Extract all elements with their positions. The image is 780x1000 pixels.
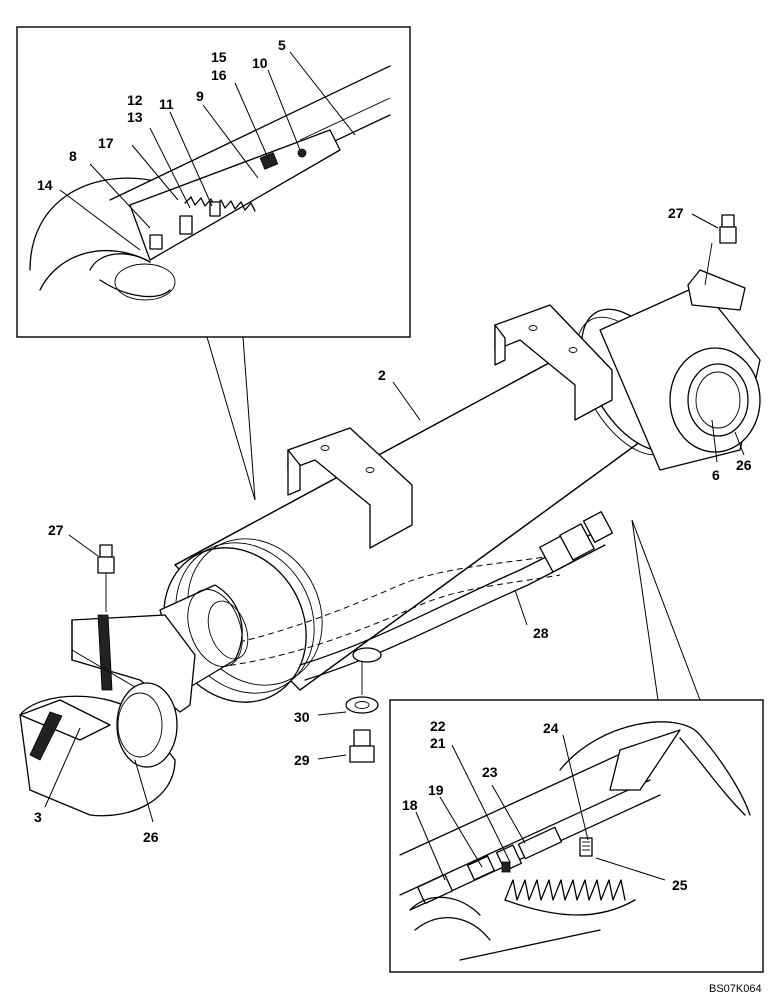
callout-19: 19 [428,782,444,798]
callout-9: 9 [196,88,204,104]
inset-rod-seal-detail [16,26,411,338]
callout-15: 15 [211,49,227,65]
callout-17: 17 [98,135,114,151]
mounting-bracket-front [287,427,413,549]
callout-10: 10 [252,55,268,71]
callout-3: 3 [34,809,42,825]
callout-27-rear: 27 [668,205,684,221]
callout-23: 23 [482,764,498,780]
callout-2: 2 [378,367,386,383]
callout-12: 12 [127,92,143,108]
bolt [349,729,375,763]
callout-27-front: 27 [48,522,64,538]
callout-21: 21 [430,735,446,751]
callout-18: 18 [402,797,418,813]
washer [345,696,379,714]
inset-piston-seal-detail [389,699,764,973]
callout-14: 14 [37,177,53,193]
callout-16: 16 [211,67,227,83]
callout-24: 24 [543,720,559,736]
rod-end-eye [19,614,196,817]
grease-fitting-rear [704,214,737,286]
callout-6: 6 [712,467,720,483]
hydraulic-pipe [299,511,614,681]
callout-29: 29 [294,752,310,768]
callout-28: 28 [533,625,549,641]
callout-22: 22 [430,718,446,734]
callout-13: 13 [127,109,143,125]
callout-8: 8 [69,148,77,164]
callout-11: 11 [159,96,174,112]
callout-25: 25 [672,877,688,893]
drawing-code: BS07K064 [709,983,762,995]
mounting-bracket-rear [494,304,613,421]
callout-30: 30 [294,709,310,725]
callout-5: 5 [278,37,286,53]
grease-fitting-front [97,544,115,612]
plug [352,647,382,663]
rear-clevis [599,269,761,471]
callout-26-front: 26 [143,829,159,845]
callout-26-rear: 26 [736,457,752,473]
